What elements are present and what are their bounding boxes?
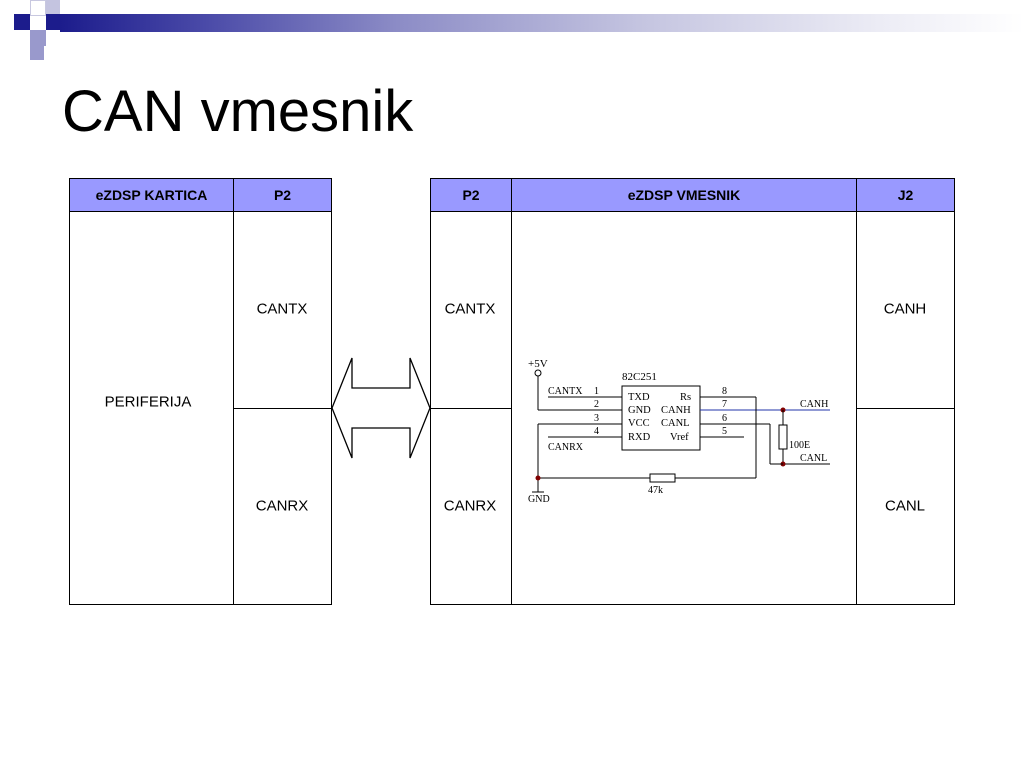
cell-cantx-left: CANTX bbox=[256, 300, 308, 318]
left-table-frame bbox=[69, 178, 332, 605]
row-divider bbox=[856, 408, 955, 409]
pin-number: 2 bbox=[594, 399, 599, 410]
double-arrow bbox=[331, 357, 431, 459]
chip-body bbox=[621, 385, 701, 451]
pin-number: 5 bbox=[722, 426, 727, 437]
header-ezdsp-kartica: eZDSP KARTICA bbox=[69, 178, 234, 212]
pin-name: RXD bbox=[628, 432, 651, 443]
header-j2: J2 bbox=[856, 178, 955, 212]
cell-periferija: PERIFERIJA bbox=[104, 393, 192, 411]
corner-decoration bbox=[0, 0, 80, 64]
cell-canrx-right: CANRX bbox=[443, 497, 497, 515]
header-ezdsp-vmesnik: eZDSP VMESNIK bbox=[511, 178, 857, 212]
pin-name: TXD bbox=[628, 392, 650, 403]
deco-square bbox=[46, 0, 60, 14]
cell-cantx-right: CANTX bbox=[444, 300, 496, 318]
slide-title: CAN vmesnik bbox=[62, 79, 414, 144]
cell-canrx-left: CANRX bbox=[255, 497, 309, 515]
net-label-canrx: CANRX bbox=[548, 442, 584, 453]
pin-name: Rs bbox=[680, 392, 691, 403]
deco-square bbox=[30, 30, 46, 46]
column-divider bbox=[233, 178, 234, 605]
pin-number: 3 bbox=[594, 413, 599, 424]
cell-canl: CANL bbox=[884, 497, 926, 515]
column-divider bbox=[856, 178, 857, 605]
header-p2-right: P2 bbox=[430, 178, 512, 212]
resistor-100e-label: 100E bbox=[789, 440, 810, 451]
supply-terminal bbox=[534, 369, 542, 377]
pin-number: 1 bbox=[594, 386, 599, 397]
pin-number: 6 bbox=[722, 413, 727, 424]
deco-square bbox=[30, 46, 44, 60]
can-transceiver-schematic: +5V 82C251 1 2 3 4 TXD GND VCC RXD CANTX… bbox=[528, 358, 830, 505]
pin-name: Vref bbox=[670, 432, 689, 443]
pin-name: CANL bbox=[661, 418, 690, 429]
resistor-47k bbox=[649, 473, 676, 483]
pin-number: 8 bbox=[722, 386, 727, 397]
pin-number: 7 bbox=[722, 399, 727, 410]
net-label-canl: CANL bbox=[800, 453, 827, 464]
deco-square bbox=[46, 14, 62, 30]
ground-label: GND bbox=[528, 494, 550, 505]
row-divider bbox=[430, 408, 512, 409]
column-divider bbox=[511, 178, 512, 605]
pin-name: GND bbox=[628, 405, 651, 416]
deco-square bbox=[14, 14, 30, 30]
pin-name: VCC bbox=[628, 418, 650, 429]
resistor-100e bbox=[778, 424, 788, 450]
net-label-cantx: CANTX bbox=[548, 386, 583, 397]
row-divider bbox=[233, 408, 332, 409]
junction-dot bbox=[535, 475, 541, 481]
chip-name: 82C251 bbox=[622, 371, 657, 383]
double-arrow-shape bbox=[331, 357, 431, 459]
net-label-canh: CANH bbox=[800, 399, 828, 410]
deco-square bbox=[30, 0, 46, 16]
cell-canh: CANH bbox=[883, 300, 927, 318]
header-p2-left: P2 bbox=[233, 178, 332, 212]
pin-number: 4 bbox=[594, 426, 599, 437]
title-gradient-bar bbox=[60, 14, 1024, 32]
resistor-47k-label: 47k bbox=[648, 485, 663, 496]
pin-name: CANH bbox=[661, 405, 691, 416]
supply-label: +5V bbox=[528, 358, 548, 370]
